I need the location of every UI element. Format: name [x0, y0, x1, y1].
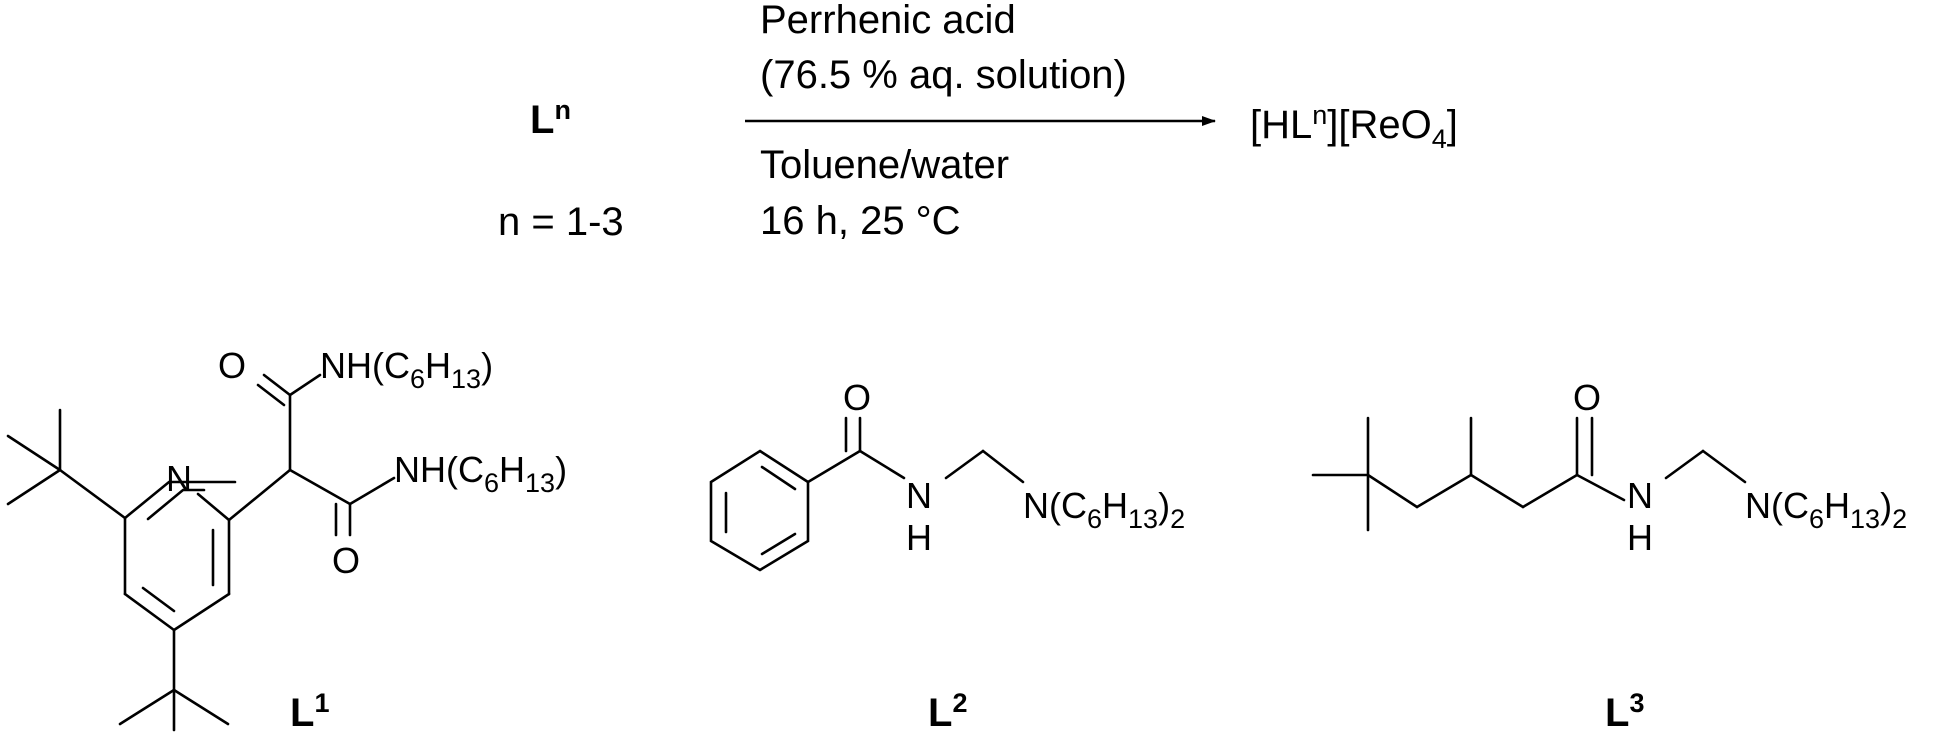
reactant-range: n = 1-3 — [498, 200, 624, 244]
reactant-label: Ln — [530, 95, 571, 142]
product-formula: [HLn][ReO4] — [1250, 100, 1458, 154]
ligand-l1-oxygen-bottom: O — [332, 540, 360, 581]
ligand-l2-nitrogen: N — [906, 475, 932, 516]
condition-solvent: Toluene/water — [760, 143, 1009, 187]
ligand-l2-hydrogen: H — [906, 517, 932, 558]
ligand-l3-oxygen: O — [1573, 377, 1601, 418]
condition-concentration: (76.5 % aq. solution) — [760, 53, 1127, 97]
ligand-l3-structure — [1311, 416, 1747, 532]
ligand-l2-structure — [709, 416, 1025, 572]
ligand-l1-ring-nitrogen: N — [166, 458, 192, 499]
ligand-l3-amine: N(C6H13)2 — [1745, 485, 1907, 534]
ligand-l1-amide-top: NH(C6H13) — [320, 345, 493, 394]
ligand-l1-label: L1 — [290, 688, 329, 732]
ligand-l1-structure — [6, 373, 396, 732]
ligand-l3-hydrogen: H — [1627, 517, 1653, 558]
ligand-l2-label: L2 — [928, 688, 967, 732]
ligand-l3-label: L3 — [1605, 688, 1644, 732]
ligand-l2-oxygen: O — [843, 377, 871, 418]
ligand-l1-oxygen-top: O — [218, 345, 246, 386]
ligand-l3-nitrogen: N — [1627, 475, 1653, 516]
ligand-l2-amine: N(C6H13)2 — [1023, 485, 1185, 534]
ligand-l1-amide-bottom: NH(C6H13) — [394, 449, 567, 498]
condition-reagent: Perrhenic acid — [760, 0, 1016, 42]
condition-time-temperature: 16 h, 25 °C — [760, 199, 961, 243]
